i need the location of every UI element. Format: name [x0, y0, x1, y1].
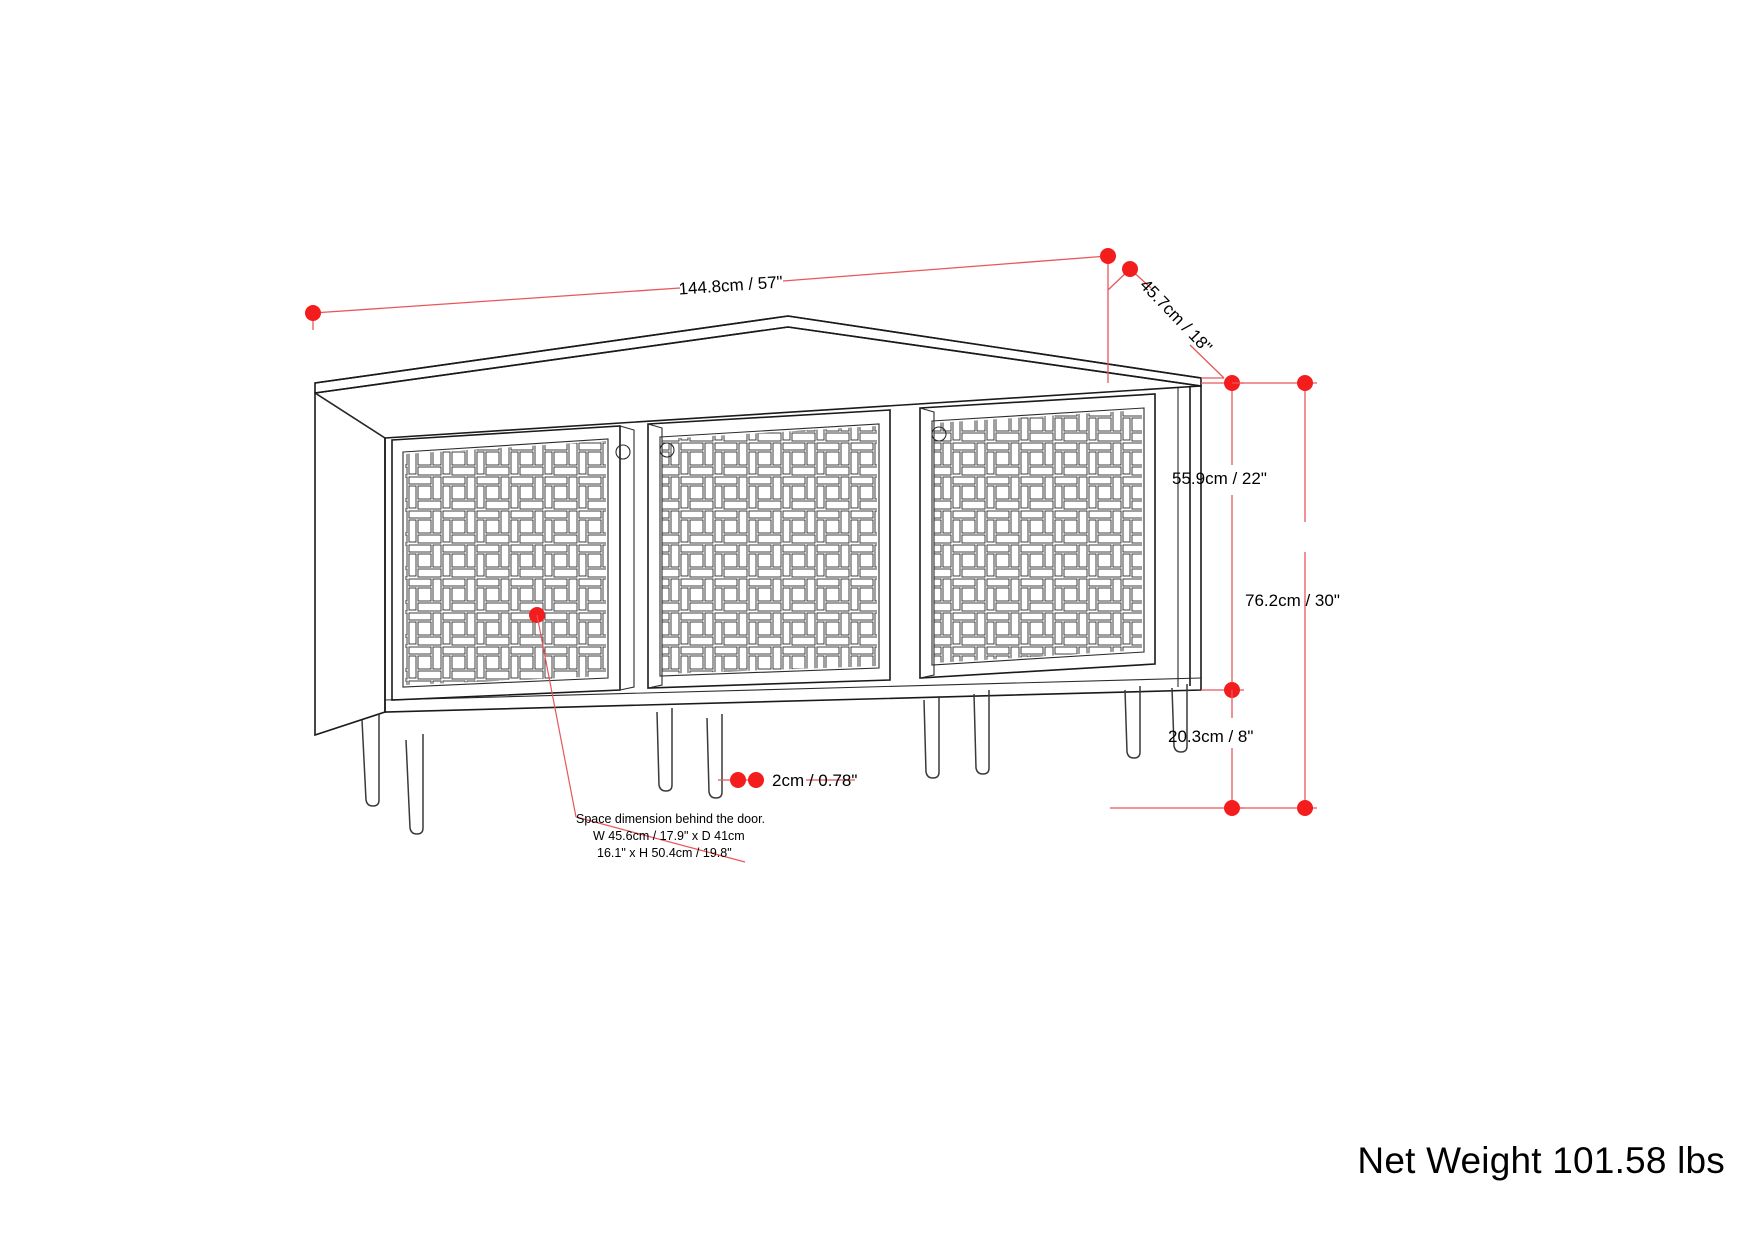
- dimension-cabinet-body-height: 55.9cm / 22": [1172, 375, 1267, 698]
- cabinet-door-1[interactable]: [391, 425, 635, 701]
- dimension-endpoint-dot: [305, 305, 321, 321]
- cabinet-left-side: [314, 391, 386, 737]
- dimension-leg-height: 20.3cm / 8": [1110, 690, 1253, 816]
- dimension-leg-thickness: 2cm / 0.78": [718, 771, 857, 790]
- dimension-endpoint-dot: [1100, 248, 1116, 264]
- dimension-label-overall-depth: 45.7cm / 18": [1136, 275, 1216, 356]
- dimension-endpoint-dot: [1297, 375, 1313, 391]
- cabinet-right-side: [1177, 387, 1191, 687]
- dimension-label-overall-width: 144.8cm / 57": [678, 272, 783, 298]
- dimension-overall-height: 76.2cm / 30": [1232, 375, 1340, 816]
- annotation-line-2: W 45.6cm / 17.9" x D 41cm: [593, 829, 745, 843]
- cabinet-legs: [361, 684, 1188, 835]
- cabinet-door-2[interactable]: [647, 409, 891, 689]
- dimension-overall-width: 144.8cm / 57": [305, 248, 1116, 383]
- dimension-endpoint-dot: [748, 772, 764, 788]
- dimension-label-leg-thickness: 2cm / 0.78": [772, 771, 857, 790]
- dimension-endpoint-dot: [730, 772, 746, 788]
- annotation-line-3: 16.1" x H 50.4cm / 19.8": [597, 846, 732, 860]
- dimension-endpoint-dot: [1224, 800, 1240, 816]
- cabinet-illustration: [314, 315, 1202, 835]
- annotation-space-behind-door: Space dimension behind the door. W 45.6c…: [529, 607, 765, 863]
- cabinet-top-surface: [314, 315, 1202, 394]
- dimension-endpoint-dot: [1122, 261, 1138, 277]
- dimension-label-leg-height: 20.3cm / 8": [1168, 727, 1253, 746]
- dimension-label-cabinet-body-height: 55.9cm / 22": [1172, 469, 1267, 488]
- net-weight-label: Net Weight 101.58 lbs: [1357, 1140, 1725, 1181]
- dimension-label-overall-height: 76.2cm / 30": [1245, 591, 1340, 610]
- cabinet-door-3[interactable]: [919, 393, 1156, 679]
- annotation-line-1: Space dimension behind the door.: [576, 812, 765, 826]
- dimension-endpoint-dot: [1297, 800, 1313, 816]
- dimension-overall-depth: 45.7cm / 18": [1107, 261, 1225, 379]
